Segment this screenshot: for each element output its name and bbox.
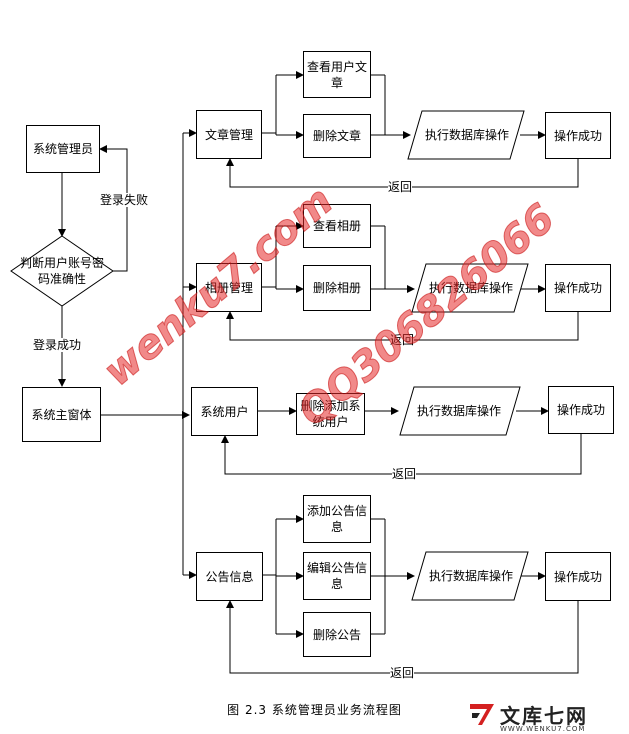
album-mgmt-node: 相册管理 — [196, 263, 262, 312]
edge-return-4 — [226, 600, 579, 674]
success-4-node: 操作成功 — [545, 552, 611, 601]
add-announcement-label: 添加公告信息 — [306, 504, 367, 534]
view-albums-label: 查看相册 — [312, 219, 361, 233]
add-announcement-node: 添加公告信息 — [303, 495, 371, 543]
delete-system-users-label: 删除添加系统用户 — [300, 399, 361, 429]
announcement-info-node: 公告信息 — [196, 552, 263, 601]
edit-announcement-label: 编辑公告信息 — [306, 561, 367, 591]
view-albums-node: 查看相册 — [303, 204, 371, 248]
logo-text: 文库七网 — [500, 703, 588, 728]
db-operation-3-label: 执行数据库操作 — [416, 404, 501, 418]
db-operation-1-label: 执行数据库操作 — [424, 128, 509, 142]
db-shape-2 — [411, 263, 529, 313]
db-operation-2-node: 执行数据库操作 — [426, 266, 516, 310]
success-1-label: 操作成功 — [553, 128, 602, 143]
album-mgmt-label: 相册管理 — [204, 280, 253, 295]
delete-articles-label: 删除文章 — [312, 129, 361, 143]
system-users-label: 系统用户 — [200, 404, 249, 419]
db-operation-1-node: 执行数据库操作 — [422, 113, 512, 157]
figure-caption: 图 2.3 系统管理员业务流程图 — [227, 703, 402, 717]
return-2-label: 返回 — [390, 333, 415, 347]
success-3-node: 操作成功 — [548, 386, 614, 434]
delete-albums-node: 删除相册 — [303, 265, 371, 311]
db-operation-3-node: 执行数据库操作 — [414, 389, 504, 433]
login-success-label: 登录成功 — [33, 338, 82, 352]
db-operation-4-label: 执行数据库操作 — [428, 569, 513, 583]
admin-label: 系统管理员 — [32, 142, 93, 156]
db-shape-1 — [407, 110, 525, 160]
delete-system-users-node: 删除添加系统用户 — [296, 393, 365, 435]
success-3-label: 操作成功 — [556, 403, 605, 417]
logo-url: WWW.WENKU7.COM — [500, 725, 586, 733]
check-account-label: 判断用户账号密码准确性 — [19, 256, 104, 286]
main-window-label: 系统主窗体 — [31, 407, 92, 422]
delete-articles-node: 删除文章 — [303, 114, 371, 158]
check-account-node: 判断用户账号密码准确性 — [15, 252, 109, 290]
article-mgmt-label: 文章管理 — [204, 127, 253, 142]
delete-announcement-label: 删除公告 — [312, 627, 361, 642]
success-4-label: 操作成功 — [553, 569, 602, 584]
view-user-articles-label: 查看用户文章 — [306, 59, 367, 90]
system-users-node: 系统用户 — [191, 387, 258, 436]
edge-login-failed — [99, 145, 128, 272]
db-shape-3 — [399, 386, 521, 436]
success-2-node: 操作成功 — [545, 264, 611, 312]
edit-announcement-node: 编辑公告信息 — [303, 552, 371, 600]
article-mgmt-node: 文章管理 — [196, 110, 262, 159]
return-4-label: 返回 — [390, 666, 415, 680]
admin-node: 系统管理员 — [26, 125, 100, 173]
db-operation-4-node: 执行数据库操作 — [426, 554, 516, 598]
db-operation-2-label: 执行数据库操作 — [428, 281, 513, 295]
site-logo: 文库七网 — [468, 701, 588, 728]
announcement-info-label: 公告信息 — [205, 569, 254, 584]
decision-shape — [10, 235, 114, 307]
delete-announcement-node: 删除公告 — [303, 612, 371, 657]
delete-albums-label: 删除相册 — [312, 281, 361, 295]
logo-mark-icon — [470, 704, 494, 725]
success-1-node: 操作成功 — [545, 112, 611, 159]
return-3-label: 返回 — [392, 467, 417, 481]
success-2-label: 操作成功 — [553, 281, 602, 295]
return-1-label: 返回 — [388, 180, 413, 194]
view-user-articles-node: 查看用户文章 — [303, 51, 371, 98]
main-window-node: 系统主窗体 — [22, 387, 101, 442]
login-failed-label: 登录失败 — [100, 193, 149, 207]
db-shape-4 — [411, 551, 529, 601]
